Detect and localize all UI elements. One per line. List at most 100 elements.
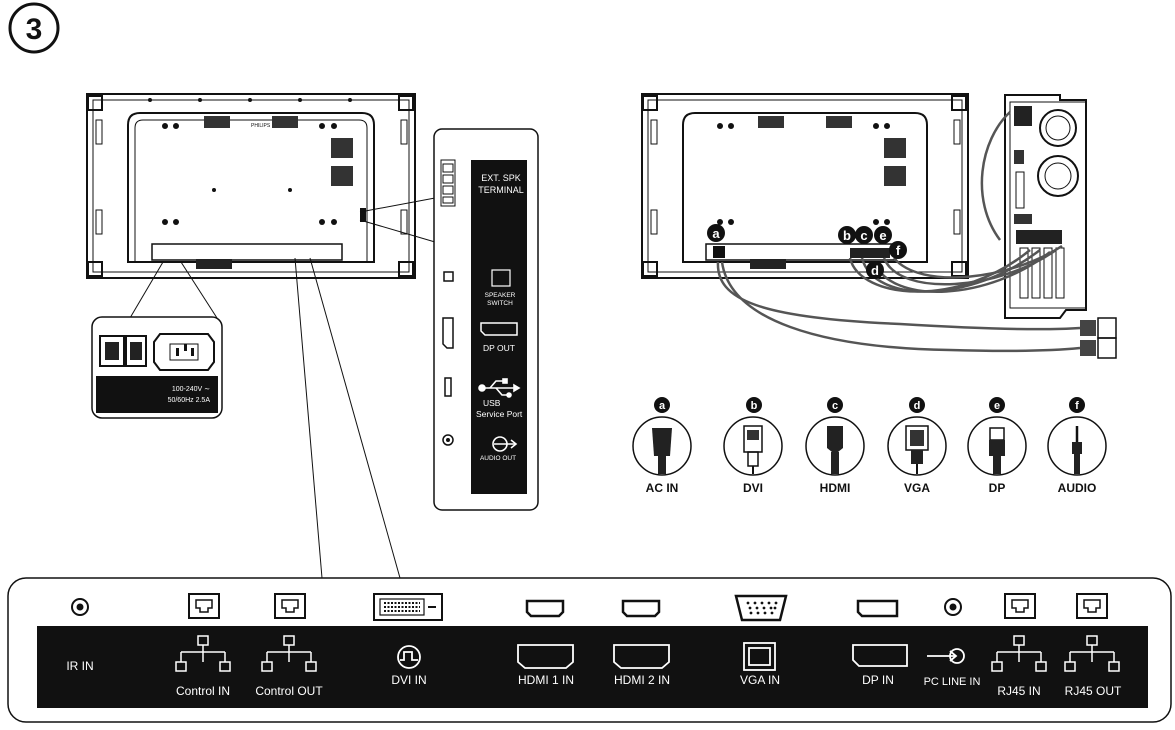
- port-label-hdmi1-in: HDMI 1 IN: [518, 673, 574, 687]
- wall-outlets: [1080, 317, 1117, 359]
- pc-line-in-port-icon: [944, 598, 962, 616]
- displayport-plug-icon: [989, 427, 1005, 474]
- pc-power-supply-icon: [1014, 106, 1032, 126]
- audio-plug-icon: [1072, 426, 1082, 474]
- callout-e: e: [874, 226, 892, 244]
- connector-hdmi: c HDMI: [805, 397, 865, 495]
- dvi-port-icon: [373, 593, 443, 621]
- port-label-hdmi2-in: HDMI 2 IN: [614, 673, 670, 687]
- dvi-symbol-icon: [397, 645, 421, 669]
- port-label-ir-in: IR IN: [66, 659, 93, 673]
- step-number: 3: [26, 13, 43, 46]
- port-label-control-in: Control IN: [176, 684, 230, 698]
- svg-text:e: e: [994, 400, 1000, 412]
- dp-out-port-icon: [442, 317, 454, 349]
- callout-lines: [129, 197, 436, 579]
- cables: [716, 111, 1081, 353]
- svg-text:d: d: [871, 263, 879, 278]
- dp-in-port-icon: [856, 599, 899, 618]
- svg-text:d: d: [914, 400, 921, 412]
- port-label-dvi-in: DVI IN: [391, 673, 426, 687]
- usb-label: USB: [483, 398, 501, 408]
- network-icon: [1064, 635, 1120, 672]
- dp-out-label: DP OUT: [483, 343, 515, 353]
- callout-b: b: [838, 226, 856, 244]
- dp-symbol-icon: [852, 644, 908, 667]
- power-switch: [99, 335, 125, 367]
- display-rear-right: [641, 93, 969, 279]
- rear-port-panel: IR IN Control IN Control OUT DVI IN HDMI…: [7, 577, 1172, 723]
- vga-plug-icon: [905, 425, 929, 474]
- audio-out-label: AUDIO OUT: [480, 455, 516, 462]
- svg-text:a: a: [712, 226, 720, 241]
- power-rating-freq: 50/60Hz 2.5A: [168, 397, 211, 404]
- step-badge: 3: [8, 2, 60, 54]
- callout-c: c: [855, 226, 873, 244]
- svg-text:b: b: [751, 400, 758, 412]
- power-rating-voltage: 100-240V ∼: [172, 386, 210, 393]
- hdmi2-symbol-icon: [613, 644, 670, 669]
- speaker-switch-label-1: SPEAKER: [485, 292, 516, 299]
- callout-a: a: [707, 224, 725, 242]
- display-rear-left: PHILIPS: [86, 93, 416, 279]
- pc-fan-icon: [1039, 109, 1077, 147]
- speaker-switch-port-icon: [443, 271, 454, 282]
- usb-service-port-label: Service Port: [476, 409, 523, 419]
- svg-text:PHILIPS: PHILIPS: [251, 123, 271, 129]
- audio-out-port-icon: [442, 434, 454, 446]
- control-in-port-icon: [188, 593, 220, 619]
- svg-text:b: b: [843, 228, 851, 243]
- ext-spk-label: EXT. SPK: [481, 173, 521, 183]
- line-in-arrow-icon: [927, 648, 965, 664]
- wall-outlet-icon: [1097, 317, 1117, 339]
- diagram-callouts: a b c d e f: [707, 224, 907, 279]
- connector-dvi: b DVI: [723, 397, 783, 495]
- control-out-port-icon: [274, 593, 306, 619]
- dvi-plug-icon: [743, 425, 763, 474]
- dp-out-icon: [480, 322, 518, 336]
- hdmi1-symbol-icon: [517, 644, 574, 669]
- connector-ac-in: a AC IN: [632, 397, 692, 495]
- hdmi1-port-icon: [525, 599, 565, 618]
- wall-outlet-icon: [1097, 337, 1117, 359]
- vga-symbol-icon: [743, 642, 776, 671]
- audio-out-icon: [492, 436, 518, 452]
- vga-port-icon: [734, 594, 788, 622]
- usb-icon: [478, 378, 521, 398]
- side-port-panel: EXT. SPK TERMINAL SPEAKER SWITCH DP OUT …: [433, 128, 539, 511]
- rj45-out-port-icon: [1076, 593, 1108, 619]
- ir-in-port-icon: [71, 598, 89, 616]
- svg-text:AUDIO: AUDIO: [1058, 481, 1097, 495]
- network-icon: [261, 635, 317, 672]
- pc-tower: [1004, 94, 1087, 319]
- speaker-switch-icon: [491, 269, 511, 287]
- svg-text:DVI: DVI: [743, 481, 763, 495]
- port-label-dp-in: DP IN: [862, 673, 894, 687]
- connector-dp: e DP: [967, 397, 1027, 495]
- callout-f: f: [889, 241, 907, 259]
- speaker-switch-label-2: SWITCH: [487, 300, 513, 307]
- port-label-rj45-out: RJ45 OUT: [1065, 684, 1122, 698]
- svg-text:e: e: [879, 228, 886, 243]
- power-inlet-panel: 100-240V ∼ 50/60Hz 2.5A: [91, 316, 223, 419]
- port-label-rj45-in: RJ45 IN: [997, 684, 1040, 698]
- svg-text:a: a: [659, 400, 666, 412]
- connector-audio: f AUDIO: [1047, 397, 1107, 495]
- network-icon: [175, 635, 231, 672]
- port-label-control-out: Control OUT: [255, 684, 323, 698]
- hdmi-plug-icon: [827, 426, 843, 474]
- network-icon: [991, 635, 1047, 672]
- rj45-in-port-icon: [1004, 593, 1036, 619]
- svg-text:f: f: [1075, 400, 1079, 412]
- svg-text:f: f: [896, 243, 901, 258]
- ext-spk-terminal-icon: [440, 159, 456, 207]
- svg-text:AC IN: AC IN: [646, 481, 679, 495]
- svg-text:HDMI: HDMI: [820, 481, 851, 495]
- svg-text:c: c: [832, 400, 838, 412]
- svg-text:c: c: [860, 228, 867, 243]
- port-label-vga-in: VGA IN: [740, 673, 780, 687]
- port-label-pc-line-in: PC LINE IN: [924, 676, 981, 688]
- hdmi2-port-icon: [621, 599, 661, 618]
- connector-vga: d VGA: [887, 397, 947, 495]
